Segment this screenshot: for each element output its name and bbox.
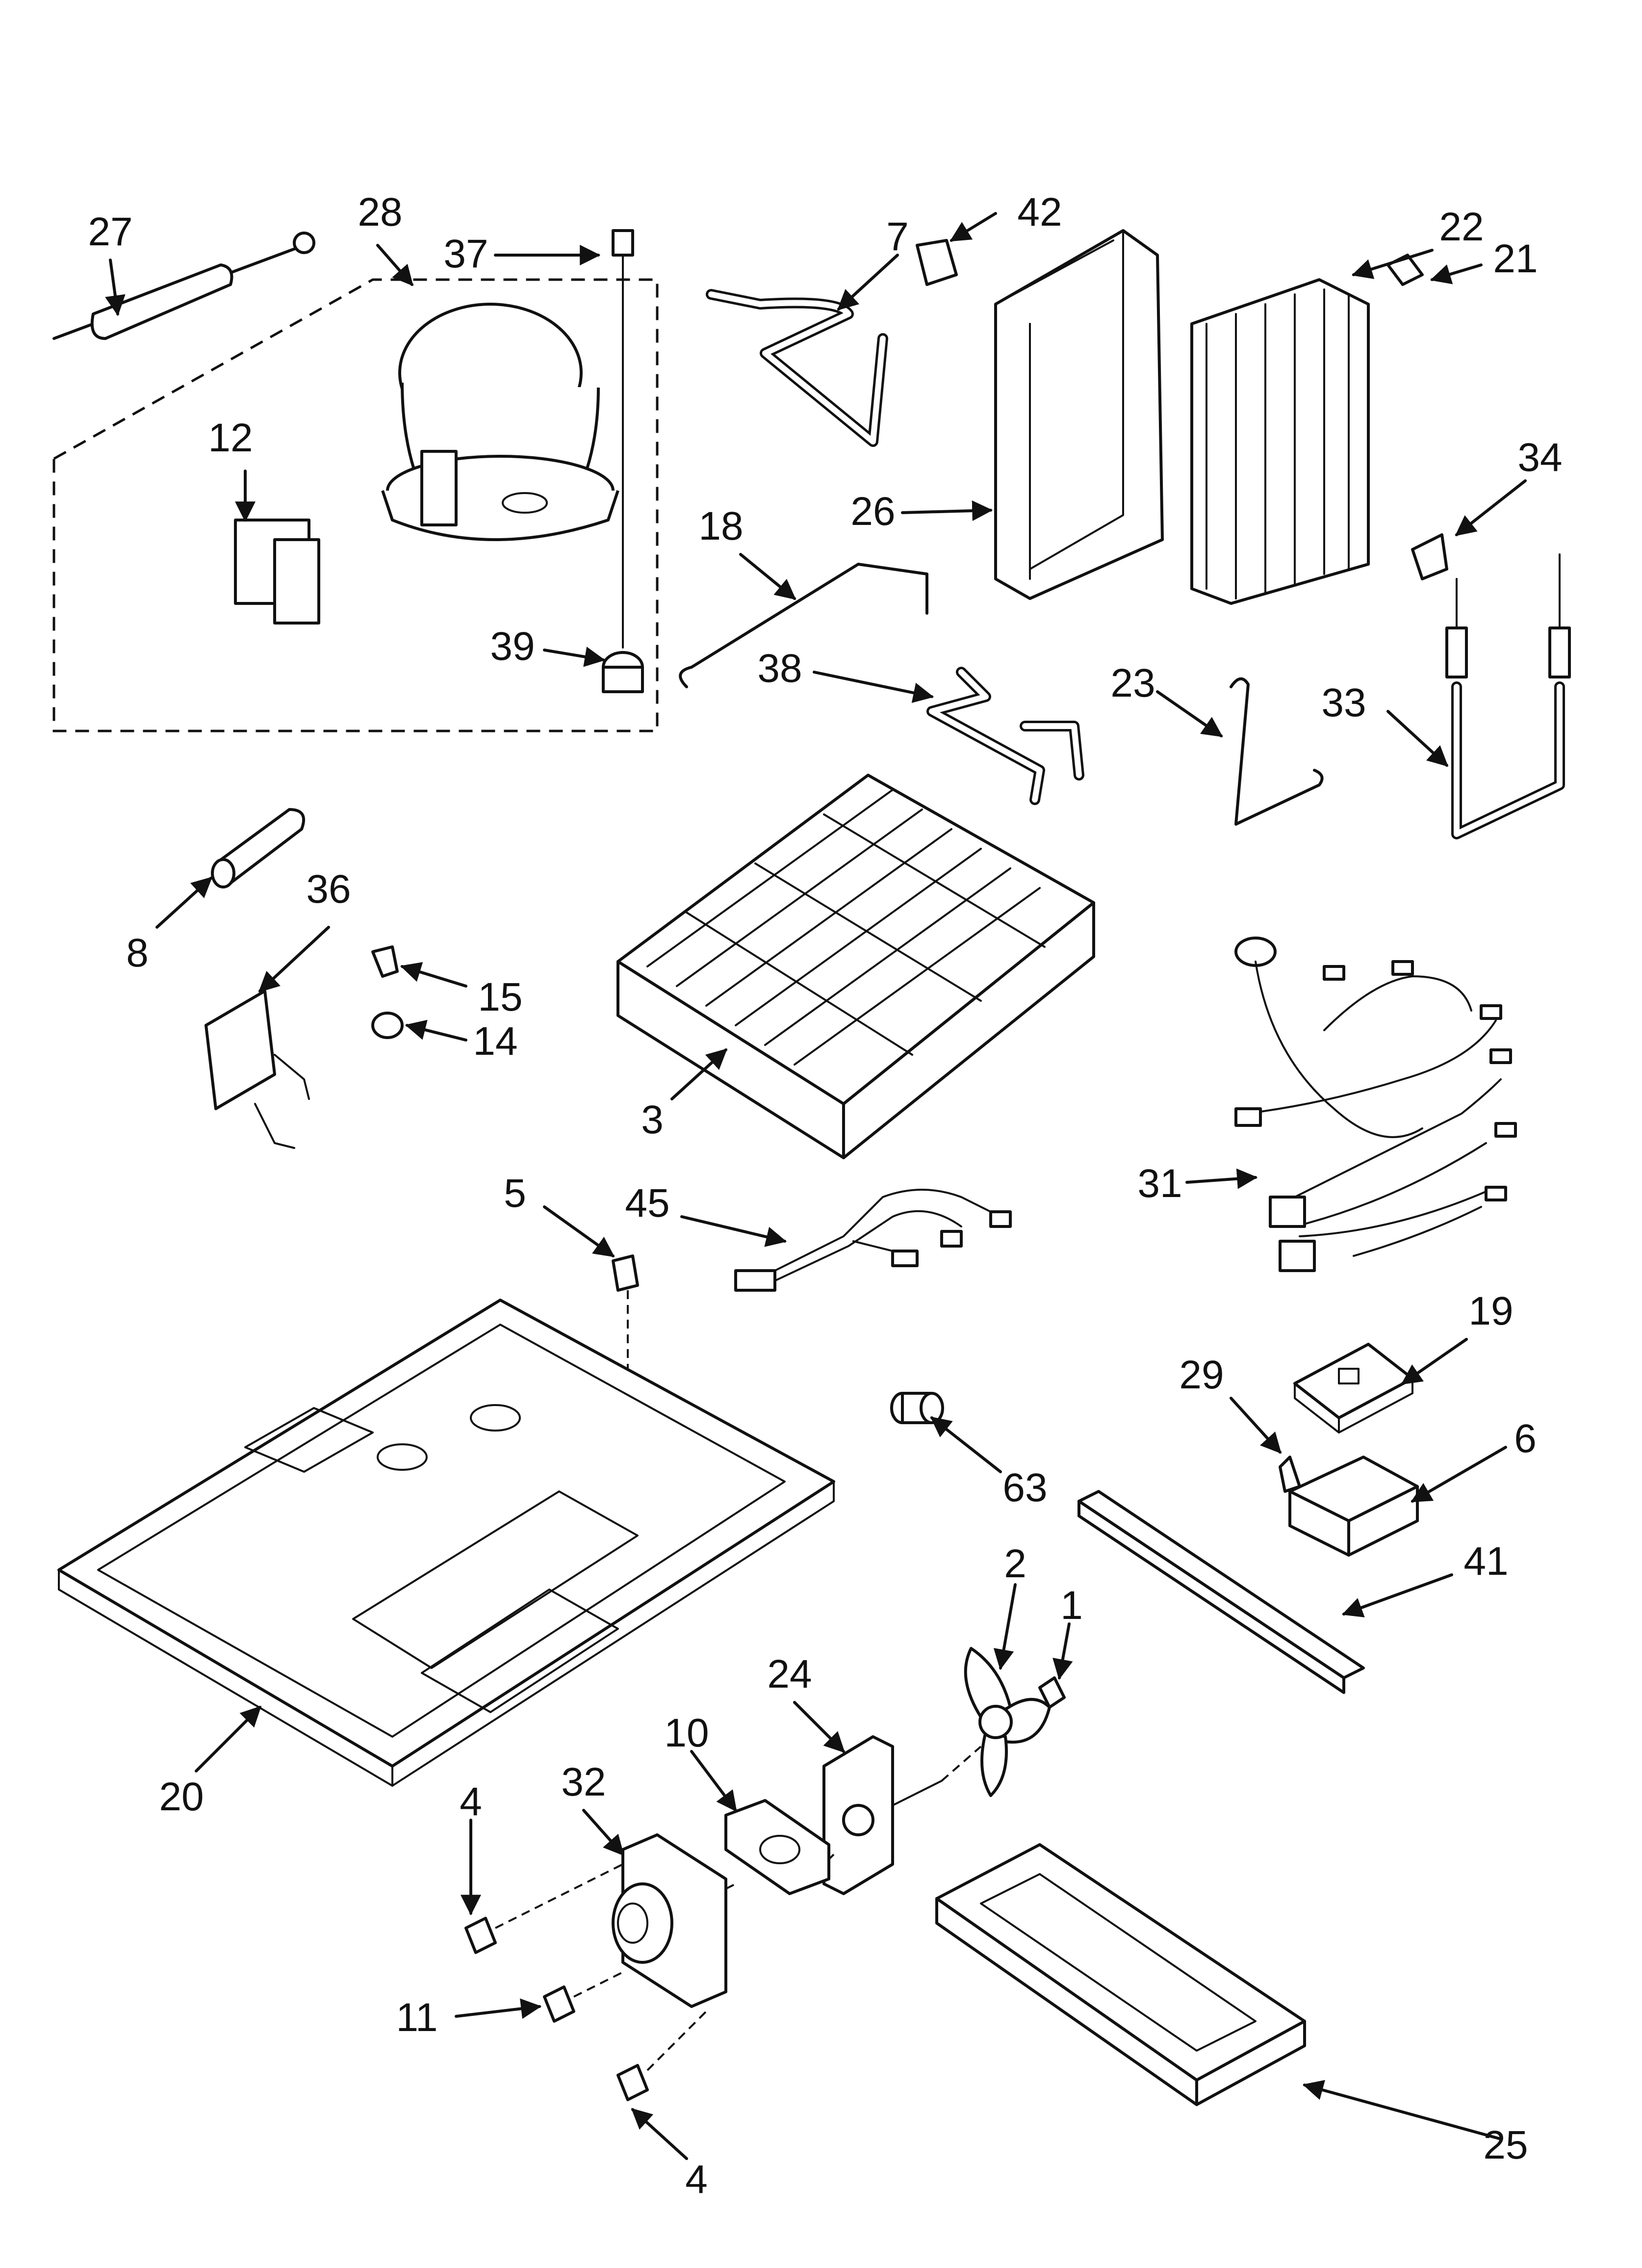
callout-2: 2 bbox=[1004, 1541, 1026, 1586]
callout-29: 29 bbox=[1179, 1353, 1224, 1397]
part-4-screw-lower bbox=[616, 2064, 649, 2101]
callout-20: 20 bbox=[159, 1774, 204, 1819]
callout-22: 22 bbox=[1439, 205, 1484, 249]
callout-19: 19 bbox=[1468, 1289, 1513, 1333]
callout-10: 10 bbox=[664, 1711, 709, 1755]
callout-labels: 1 2 3 4 4 5 6 7 8 10 11 12 14 15 18 19 2… bbox=[88, 190, 1562, 2202]
part-31-wire-harness bbox=[1234, 937, 1517, 1272]
callout-28: 28 bbox=[358, 190, 402, 235]
part-14-clamp bbox=[371, 1012, 404, 1039]
callout-12: 12 bbox=[208, 416, 253, 460]
part-41-strip bbox=[1078, 1490, 1365, 1694]
part-19-control-board bbox=[1293, 1343, 1414, 1434]
callout-4-lower: 4 bbox=[685, 2157, 708, 2202]
callout-6: 6 bbox=[1514, 1416, 1537, 1461]
callout-24: 24 bbox=[767, 1652, 812, 1696]
part-1-screw bbox=[1038, 1676, 1066, 1709]
part-4-screw-upper bbox=[464, 1917, 497, 1954]
part-7-tube bbox=[706, 289, 888, 447]
callout-1: 1 bbox=[1060, 1583, 1083, 1628]
part-8-roll bbox=[211, 808, 305, 888]
part-25-drip-tray bbox=[935, 1843, 1306, 2106]
part-24-motor bbox=[822, 1735, 943, 1895]
callout-37: 37 bbox=[443, 232, 488, 276]
part-38-tube bbox=[926, 667, 1084, 805]
part-63 bbox=[890, 1392, 944, 1424]
part-3-evaporator-coil bbox=[616, 774, 1095, 1159]
callout-25: 25 bbox=[1483, 2123, 1528, 2167]
part-2-fan-blade bbox=[964, 1647, 1051, 1797]
callout-36: 36 bbox=[306, 867, 351, 912]
callout-63: 63 bbox=[1002, 1465, 1047, 1510]
callout-18: 18 bbox=[698, 504, 743, 548]
callout-4-upper: 4 bbox=[460, 1779, 482, 1824]
callout-21: 21 bbox=[1493, 236, 1538, 281]
callout-31: 31 bbox=[1137, 1161, 1182, 1206]
part-42-clip bbox=[916, 239, 958, 286]
part-27-filter-drier bbox=[52, 232, 315, 340]
part-23-hanger bbox=[1230, 677, 1324, 826]
callout-15: 15 bbox=[478, 975, 522, 1019]
part-6-box bbox=[1288, 1456, 1419, 1557]
callout-3: 3 bbox=[641, 1097, 664, 1142]
callout-27: 27 bbox=[88, 209, 132, 254]
part-11-screw bbox=[543, 1985, 575, 2023]
callout-38: 38 bbox=[757, 646, 802, 691]
part-10-bracket bbox=[724, 1799, 830, 1895]
callout-14: 14 bbox=[473, 1019, 517, 1064]
callout-11: 11 bbox=[396, 1995, 437, 2040]
part-5-screw bbox=[612, 1254, 639, 1292]
callout-41: 41 bbox=[1463, 1539, 1508, 1584]
callout-32: 32 bbox=[561, 1760, 606, 1804]
part-26-evaporator-cover bbox=[994, 229, 1164, 600]
part-29 bbox=[1279, 1456, 1301, 1493]
callout-39: 39 bbox=[490, 624, 535, 669]
callout-42: 42 bbox=[1017, 190, 1062, 235]
callout-33: 33 bbox=[1321, 680, 1366, 725]
callout-leaders bbox=[105, 212, 1527, 2160]
callout-8: 8 bbox=[126, 931, 149, 975]
callout-26: 26 bbox=[850, 489, 895, 534]
callout-5: 5 bbox=[504, 1171, 526, 1216]
part-36-transformer bbox=[205, 990, 310, 1149]
part-20-base-plate bbox=[57, 1299, 835, 1787]
callout-45: 45 bbox=[625, 1181, 669, 1225]
part-45-wire-harness bbox=[734, 1189, 1012, 1292]
part-18-rod bbox=[679, 563, 928, 688]
callout-23: 23 bbox=[1110, 661, 1155, 705]
part-32-fan-shroud bbox=[612, 1833, 727, 2008]
callout-34: 34 bbox=[1517, 435, 1562, 480]
part-28-compressor-group bbox=[52, 229, 659, 732]
part-33-tube-assembly bbox=[1445, 553, 1571, 839]
part-22-condenser bbox=[1190, 278, 1370, 605]
part-15-screw bbox=[371, 945, 399, 978]
part-34-clip bbox=[1411, 533, 1448, 580]
callout-7: 7 bbox=[886, 214, 909, 259]
